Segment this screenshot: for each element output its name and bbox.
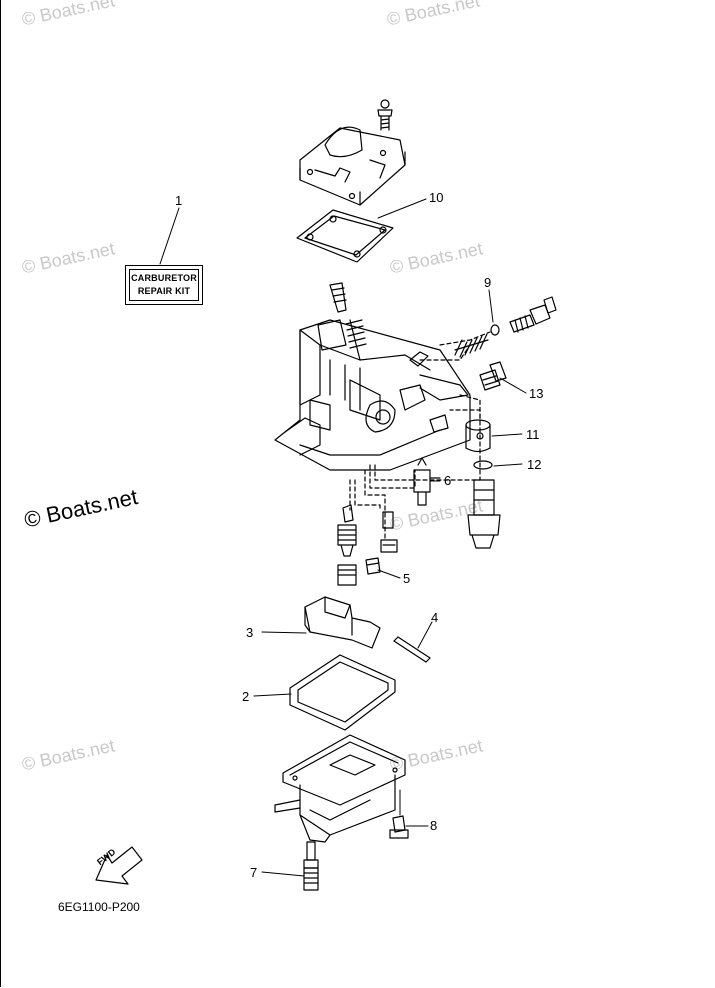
drain-screw-7 [303, 841, 319, 891]
pilot-screw [509, 296, 557, 333]
float-bowl [274, 734, 406, 843]
callout-10: 10 [429, 190, 444, 205]
pilot-jet [337, 504, 357, 557]
jet-needle [329, 282, 367, 361]
main-jet [380, 511, 398, 553]
plug-screw [337, 564, 357, 586]
callout-12: 12 [527, 457, 542, 472]
float-3 [304, 596, 381, 649]
callout-8: 8 [430, 818, 438, 833]
screw-13 [479, 361, 507, 391]
screw-8 [389, 815, 409, 839]
callout-2: 2 [242, 689, 250, 704]
callout-6: 6 [444, 473, 452, 488]
top-cover [299, 126, 406, 206]
spring-throttle [454, 333, 489, 358]
gasket-float-bowl [289, 654, 396, 731]
o-ring-12 [473, 460, 493, 470]
float-11 [465, 419, 491, 453]
callout-3: 3 [246, 625, 254, 640]
carburetor-body [274, 319, 471, 471]
plug-5 [365, 557, 381, 575]
callout-leaders [159, 198, 527, 877]
callout-4: 4 [431, 610, 439, 625]
callout-13: 13 [529, 386, 544, 401]
fwd-arrow [95, 846, 143, 885]
callout-1: 1 [175, 193, 183, 208]
callout-9: 9 [484, 275, 492, 290]
float-pin-4 [393, 636, 431, 663]
callout-11: 11 [526, 427, 540, 442]
gasket-top [296, 209, 394, 263]
o-ring-9 [490, 324, 500, 336]
callout-5: 5 [403, 571, 411, 586]
main-nozzle [467, 479, 501, 549]
diagram-code: 6EG1100-P200 [58, 900, 140, 914]
repair-kit-label: CARBURETOR REPAIR KIT [125, 265, 203, 305]
assembly-lines [349, 331, 491, 541]
callout-7: 7 [250, 865, 258, 880]
kit-label-line1: CARBURETOR [131, 273, 197, 283]
kit-inner-border [129, 269, 199, 301]
needle-valve-6 [413, 457, 441, 506]
kit-label-line2: REPAIR KIT [137, 286, 191, 296]
top-screw [377, 99, 393, 131]
